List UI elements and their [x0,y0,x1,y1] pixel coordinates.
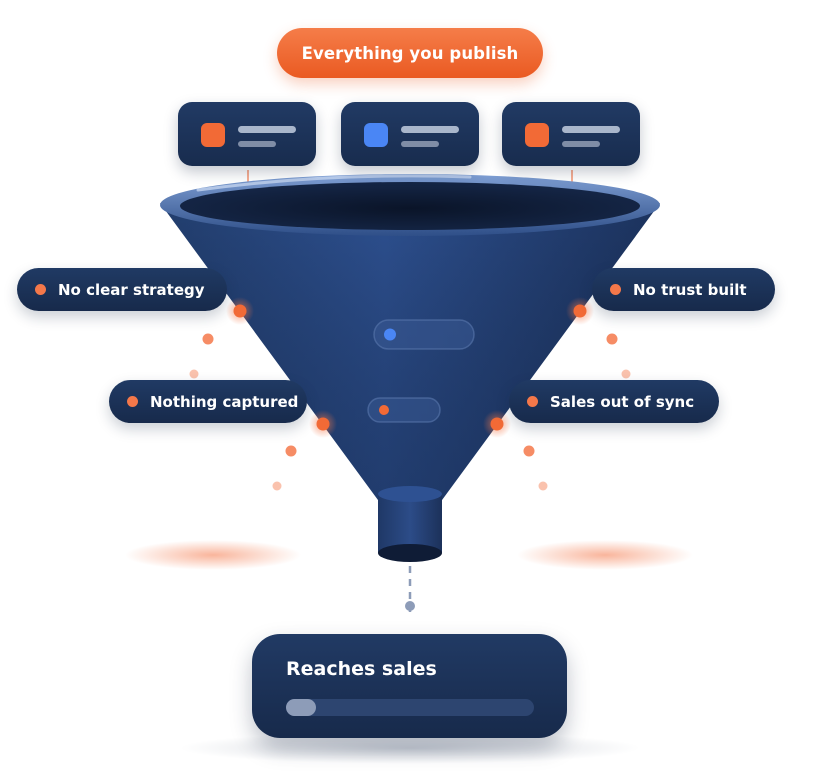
leak-point-right-lower [483,410,511,438]
issue-nothing-captured: Nothing captured [109,380,307,423]
orange-square-icon [201,123,225,147]
issue-no-trust-built: No trust built [592,268,775,311]
placeholder-line [238,141,276,147]
source-card-1 [178,102,316,166]
issue-label: Nothing captured [150,392,299,411]
leak-drops [189,333,631,491]
placeholder-line [238,126,296,133]
issue-label: No trust built [633,280,747,299]
funnel-spout [378,486,442,562]
header-pill: Everything you publish [277,28,543,78]
output-stream [405,566,415,617]
funnel-body [160,203,660,500]
progress-fill [286,699,316,716]
placeholder-line [401,126,459,133]
placeholder-line [562,126,620,133]
blue-square-icon [364,123,388,147]
issue-sales-out-of-sync: Sales out of sync [509,380,719,423]
funnel-indicator-middle [367,397,441,423]
right-floor-glow [517,540,693,570]
placeholder-line [562,141,600,147]
issue-label: Sales out of sync [550,392,695,411]
left-floor-glow [125,540,301,570]
source-card-3 [502,102,640,166]
orange-dot-icon [527,396,538,407]
issue-label: No clear strategy [58,280,205,299]
funnel-indicator-top [373,319,475,350]
result-title: Reaches sales [286,658,437,680]
orange-dot-icon [127,396,138,407]
leak-point-left-upper [226,297,254,325]
source-card-2 [341,102,479,166]
issue-no-clear-strategy: No clear strategy [17,268,227,311]
funnel-rim [160,174,660,236]
result-shadow [180,732,640,764]
orange-dot-icon [610,284,621,295]
result-card: Reaches sales [252,634,567,738]
orange-dot-icon [35,284,46,295]
progress-track [286,699,534,716]
leak-point-right-upper [566,297,594,325]
placeholder-line [401,141,439,147]
orange-square-icon [525,123,549,147]
header-title: Everything you publish [301,43,519,63]
leak-point-left-lower [309,410,337,438]
